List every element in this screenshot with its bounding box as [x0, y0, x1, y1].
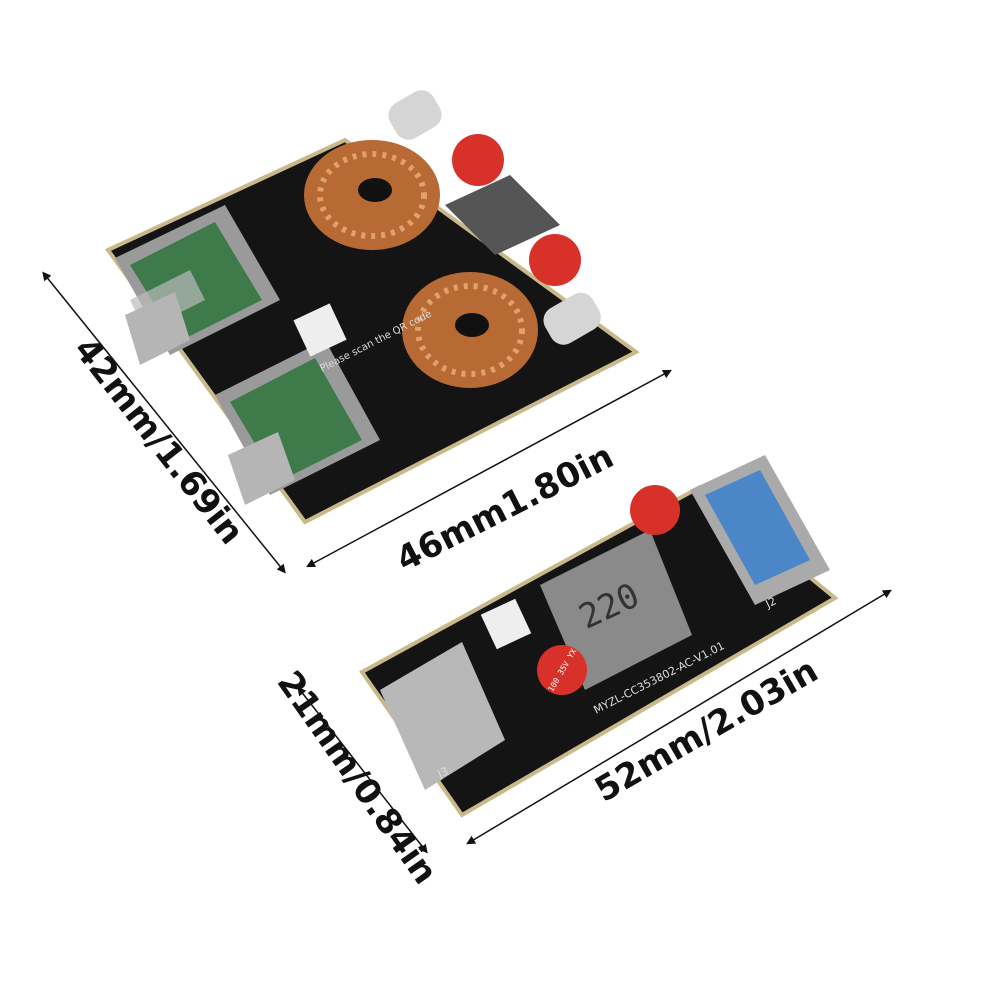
usb-a-port: [690, 455, 830, 605]
dimension-line-width-large: [306, 369, 672, 568]
dimension-line-height-small: [297, 686, 428, 854]
dimension-line-width-small: [466, 589, 892, 845]
capacitor: [630, 485, 680, 535]
qr-code: [293, 303, 347, 357]
dimension-line-height-large: [42, 271, 286, 574]
j3-label: J3: [435, 764, 451, 781]
usb-c-input-port: [445, 175, 560, 255]
toroid-inductor-top: [304, 140, 440, 250]
toroid-inductor-bottom: [402, 272, 538, 388]
small-pcb-board: 220 100 35V YX MYZL-CC353802-AC-V1.01 J2…: [359, 455, 839, 818]
capacitor: [388, 90, 601, 345]
